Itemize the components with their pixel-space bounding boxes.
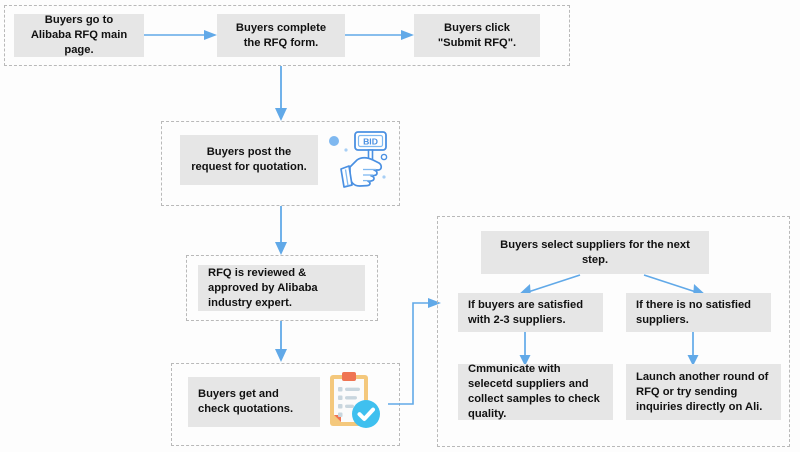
node-label: Buyers select suppliers for the next ste… [500, 238, 690, 266]
node-communicate-outcome[interactable]: Cmmunicate with selecetd suppliers and c… [458, 363, 613, 420]
node-label: Buyers post the request for quotation. [191, 146, 307, 173]
arrow-stage3-to-stage4 [275, 321, 287, 362]
arrow-stage1-to-stage2 [275, 66, 287, 121]
node-complete-form[interactable]: Buyers complete the RFQ form. [217, 14, 345, 57]
node-relaunch-outcome[interactable]: Launch another round of RFQ or try sendi… [626, 364, 781, 420]
node-click-submit[interactable]: Buyers click "Submit RFQ". [414, 14, 540, 57]
node-post-request[interactable]: Buyers post the request for quotation. [180, 135, 318, 185]
node-label: Cmmunicate with selecetd suppliers and c… [468, 363, 600, 420]
node-label: If buyers are satisfied with 2-3 supplie… [468, 298, 584, 326]
group-review-stage [186, 255, 378, 321]
group-post-request-stage [161, 121, 400, 206]
group-submit-rfq-stage [4, 5, 570, 66]
node-label: Launch another round of RFQ or try sendi… [636, 370, 769, 413]
node-reviewed-approved[interactable]: RFQ is reviewed & approved by Alibaba in… [198, 265, 365, 311]
node-not-satisfied-branch[interactable]: If there is no satisfied suppliers. [626, 293, 771, 332]
node-label: Buyers complete the RFQ form. [235, 21, 327, 49]
node-go-to-main-page[interactable]: Buyers go to Alibaba RFQ main page. [14, 14, 144, 57]
node-label: RFQ is reviewed & approved by Alibaba in… [208, 266, 318, 309]
arrow-stage2-to-stage3 [275, 206, 287, 255]
node-label: Buyers click "Submit RFQ". [437, 21, 517, 49]
node-label: Buyers get and check quotations. [198, 388, 294, 415]
group-supplier-selection-stage [437, 216, 790, 447]
node-get-check-quotations[interactable]: Buyers get and check quotations. [188, 377, 320, 427]
node-label: If there is no satisfied suppliers. [636, 298, 752, 326]
node-satisfied-branch[interactable]: If buyers are satisfied with 2-3 supplie… [458, 293, 603, 332]
node-select-suppliers[interactable]: Buyers select suppliers for the next ste… [481, 231, 709, 274]
node-label: Buyers go to Alibaba RFQ main page. [30, 14, 128, 56]
